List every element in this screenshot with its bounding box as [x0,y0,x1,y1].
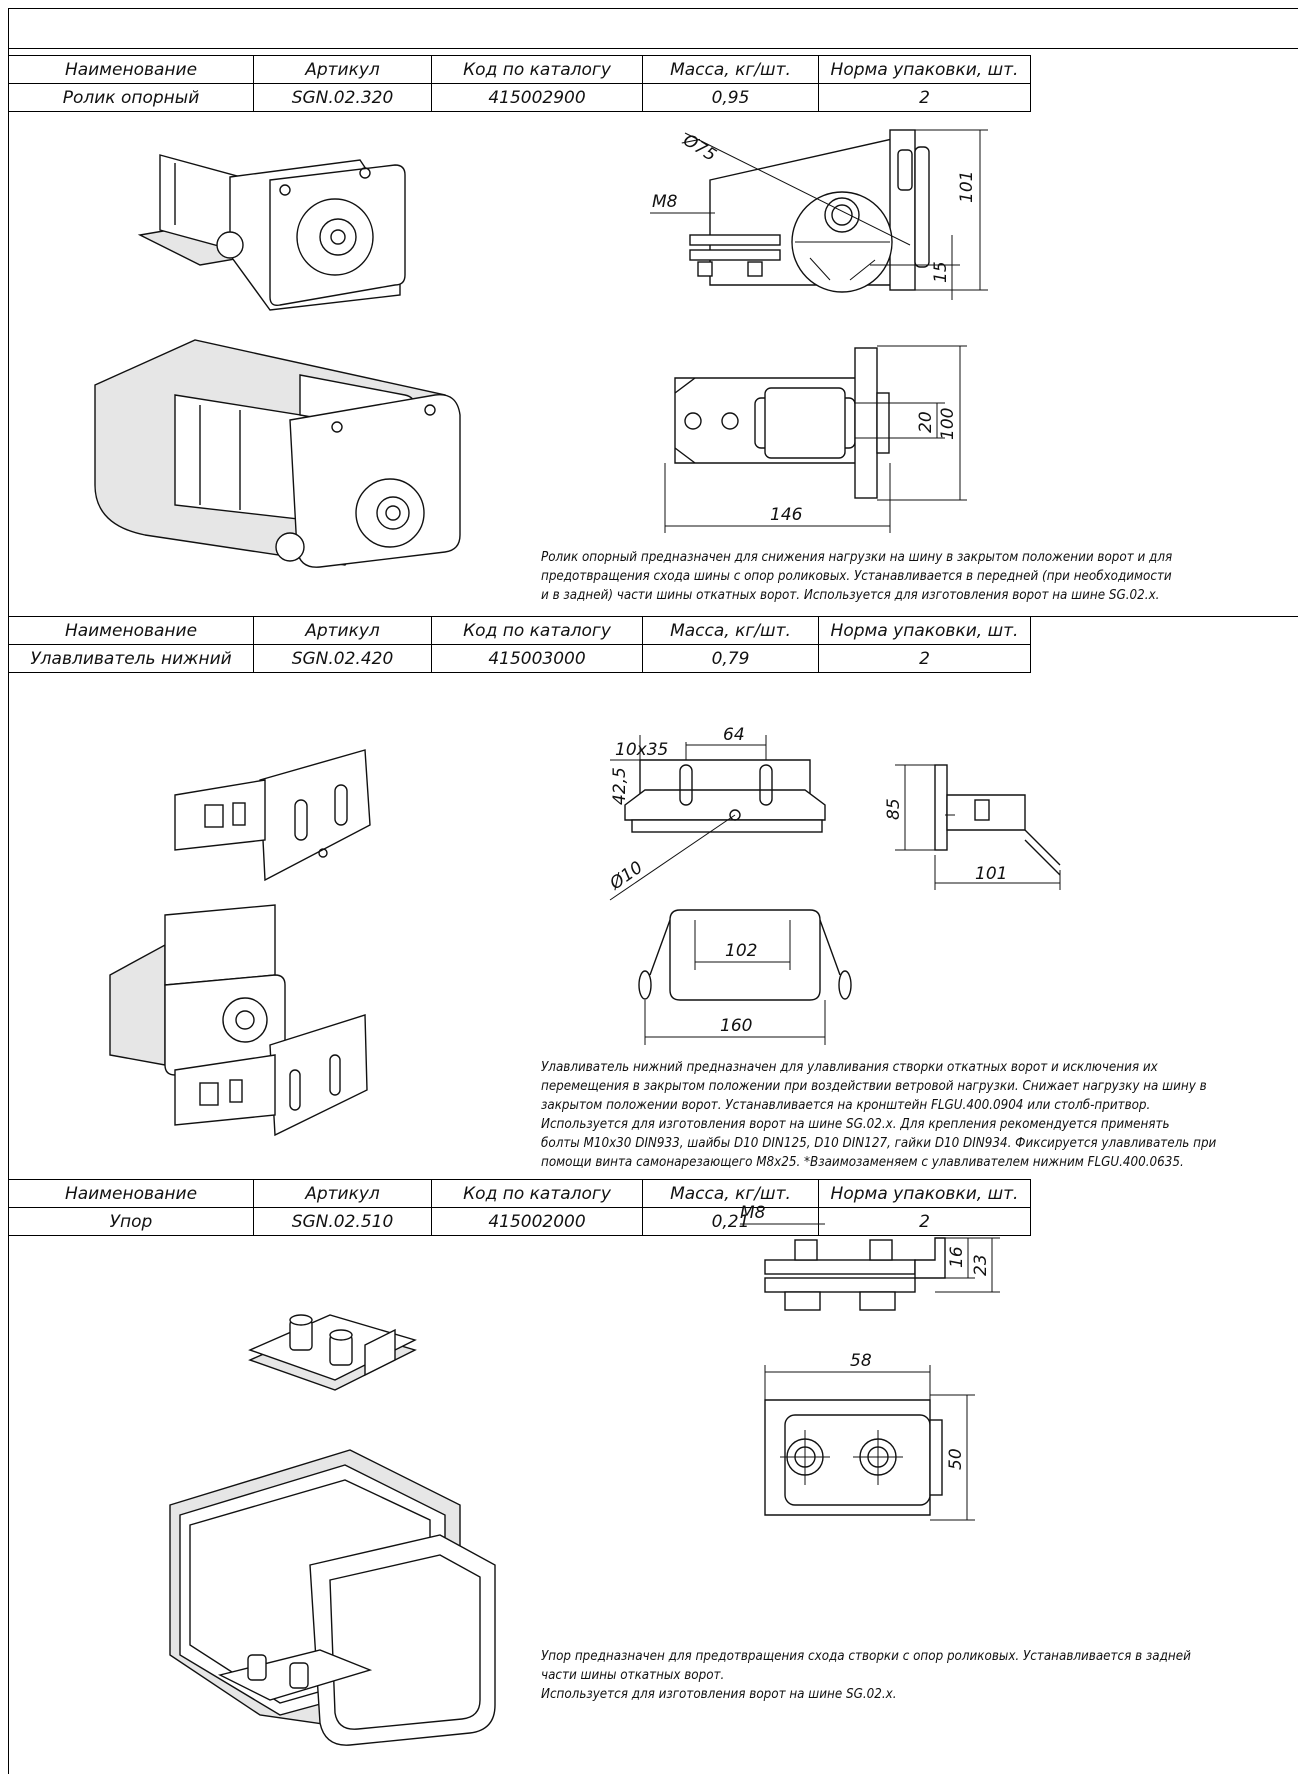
description-roller: Ролик опорный предназначен для снижения … [541,548,1293,605]
dim-thread: M8 [652,192,678,212]
stop-top-view-drawing: 58 50 [764,1351,975,1521]
header-name: Наименование [8,616,254,645]
roller-top-view-drawing: 100 20 146 [664,345,967,533]
dim-w2: 101 [975,864,1007,884]
dim-thread: M8 [740,1203,766,1223]
title-band-line [8,48,1298,49]
header-name: Наименование [8,55,254,84]
dim-height: 101 [957,171,977,203]
header-name: Наименование [8,1179,254,1208]
dim-width: 100 [938,408,958,440]
table-row: Упор SGN.02.510 415002000 0,21 2 [8,1207,1031,1236]
cell-pack: 2 [818,644,1031,673]
header-mass: Масса, кг/шт. [642,55,819,84]
cell-code: 415002900 [431,83,643,112]
table-row: Ролик опорный SGN.02.320 415002900 0,95 … [8,83,1031,112]
catcher-bottom-view-drawing: 102 160 [638,909,852,1045]
dim-h3: 50 [946,1448,966,1470]
cell-mass: 0,79 [642,644,819,673]
cell-name: Упор [8,1207,254,1236]
header-code: Код по каталогу [431,55,643,84]
spec-table-stop: Наименование Артикул Код по каталогу Мас… [8,1179,1031,1236]
spec-table-roller: Наименование Артикул Код по каталогу Мас… [8,55,1031,112]
cell-mass: 0,21 [642,1207,819,1236]
description-line: Упор предназначен для предотвращения схо… [541,1649,1191,1664]
description-line: перемещения в закрытом положении при воз… [541,1079,1207,1094]
dim-slot: 10x35 [615,740,668,760]
roller-side-view-drawing: Ø75 M8 101 15 [650,129,988,300]
header-pack: Норма упаковки, шт. [818,616,1031,645]
description-stop: Упор предназначен для предотвращения схо… [541,1647,1293,1704]
cell-pack: 2 [818,1207,1031,1236]
description-line: Используется для изготовления ворот на ш… [541,1117,1170,1132]
description-line: и в задней) части шины откатных ворот. И… [541,588,1160,603]
cell-mass: 0,95 [642,83,819,112]
stop-side-view-drawing: M8 16 23 [740,1203,1000,1311]
cell-article: SGN.02.510 [253,1207,432,1236]
description-line: закрытом положении ворот. Устанавливаетс… [541,1098,1151,1113]
header-article: Артикул [253,55,432,84]
description-line: помощи винта самонарезающего M8x25. *Вза… [541,1155,1184,1170]
catcher-side-view-drawing: 85 101 [884,764,1061,890]
table-row: Улавливатель нижний SGN.02.420 415003000… [8,644,1031,673]
description-line: Используется для изготовления ворот на ш… [541,1687,897,1702]
dim-diameter: Ø75 [679,130,720,166]
cell-code: 415002000 [431,1207,643,1236]
table-header-row: Наименование Артикул Код по каталогу Мас… [8,1179,1031,1208]
spec-table-catcher: Наименование Артикул Код по каталогу Мас… [8,616,1031,673]
header-code: Код по каталогу [431,616,643,645]
header-pack: Норма упаковки, шт. [818,55,1031,84]
description-line: болты M10x30 DIN933, шайбы D10 DIN125, D… [541,1136,1217,1151]
table-header-row: Наименование Артикул Код по каталогу Мас… [8,55,1031,84]
description-catcher: Улавливатель нижний предназначен для ула… [541,1058,1293,1172]
cell-name: Ролик опорный [8,83,254,112]
cell-pack: 2 [818,83,1031,112]
cell-name: Улавливатель нижний [8,644,254,673]
description-line: части шины откатных ворот. [541,1668,725,1683]
catcher-iso-small-illustration [174,749,371,882]
dim-h2: 85 [884,798,904,820]
header-mass: Масса, кг/шт. [642,616,819,645]
cell-article: SGN.02.420 [253,644,432,673]
dim-w3: 102 [725,941,757,961]
catcher-iso-large-illustration [109,904,368,1137]
stop-iso-small-illustration [248,1314,417,1391]
dim-h: 42,5 [610,767,630,805]
catcher-front-view-drawing: 64 10x35 42,5 Ø10 [606,725,826,901]
dim-w2: 20 [916,411,936,433]
description-line: предотвращения схода шины с опор роликов… [541,569,1172,584]
description-line: Улавливатель нижний предназначен для ула… [541,1060,1158,1075]
drawing-frame [8,8,1298,1774]
dim-top: 64 [723,725,745,745]
dim-h1: 16 [947,1246,967,1268]
description-line: Ролик опорный предназначен для снижения … [541,550,1173,565]
dim-w4: 160 [720,1016,752,1036]
roller-iso-small-illustration [137,154,406,311]
header-pack: Норма упаковки, шт. [818,1179,1031,1208]
dim-length: 146 [770,505,803,525]
header-mass: Масса, кг/шт. [642,1179,819,1208]
dim-h2: 15 [931,261,951,283]
cell-article: SGN.02.320 [253,83,432,112]
stop-iso-large-illustration [169,1449,496,1746]
cell-code: 415003000 [431,644,643,673]
header-code: Код по каталогу [431,1179,643,1208]
dim-w: 58 [850,1351,872,1371]
header-article: Артикул [253,616,432,645]
table-header-row: Наименование Артикул Код по каталогу Мас… [8,616,1031,645]
dim-h2: 23 [971,1254,991,1276]
roller-iso-large-illustration [94,339,461,568]
header-article: Артикул [253,1179,432,1208]
